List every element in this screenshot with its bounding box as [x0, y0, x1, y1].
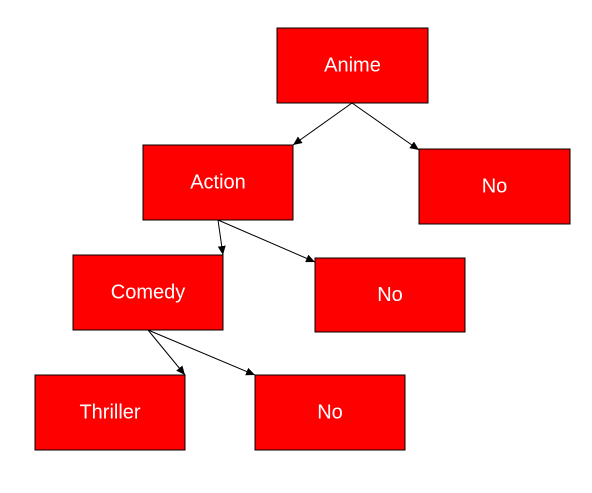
node-no-1[interactable]: No	[418, 148, 571, 225]
edge-anime-to-no	[351, 102, 420, 151]
node-no-1-box	[418, 148, 571, 225]
node-no-3-box	[254, 374, 406, 451]
node-anime-label: Anime	[324, 55, 381, 77]
node-thriller[interactable]: Thriller	[34, 374, 186, 451]
edge-action-to-comedy	[217, 219, 226, 256]
edge-anime-to-action	[292, 102, 353, 146]
node-action[interactable]: Action	[142, 144, 294, 221]
node-no-1-label: No	[482, 176, 508, 198]
node-comedy-box	[72, 254, 224, 331]
node-no-3-label: No	[317, 402, 343, 424]
node-thriller-label: Thriller	[79, 402, 140, 424]
node-comedy[interactable]: Comedy	[72, 254, 224, 331]
node-no-3[interactable]: No	[254, 374, 406, 451]
node-no-2-label: No	[377, 284, 403, 306]
node-anime[interactable]: Anime	[276, 27, 429, 104]
edge-comedy-to-thriller	[147, 329, 186, 376]
node-no-2[interactable]: No	[314, 257, 466, 333]
node-no-2-box	[314, 257, 466, 333]
edges	[147, 102, 420, 376]
node-anime-box	[276, 27, 429, 104]
edge-comedy-to-no	[147, 329, 256, 376]
node-action-label: Action	[190, 172, 246, 194]
node-comedy-label: Comedy	[111, 282, 185, 304]
node-thriller-box	[34, 374, 186, 451]
edge-action-to-no	[217, 219, 316, 263]
node-action-box	[142, 144, 294, 221]
